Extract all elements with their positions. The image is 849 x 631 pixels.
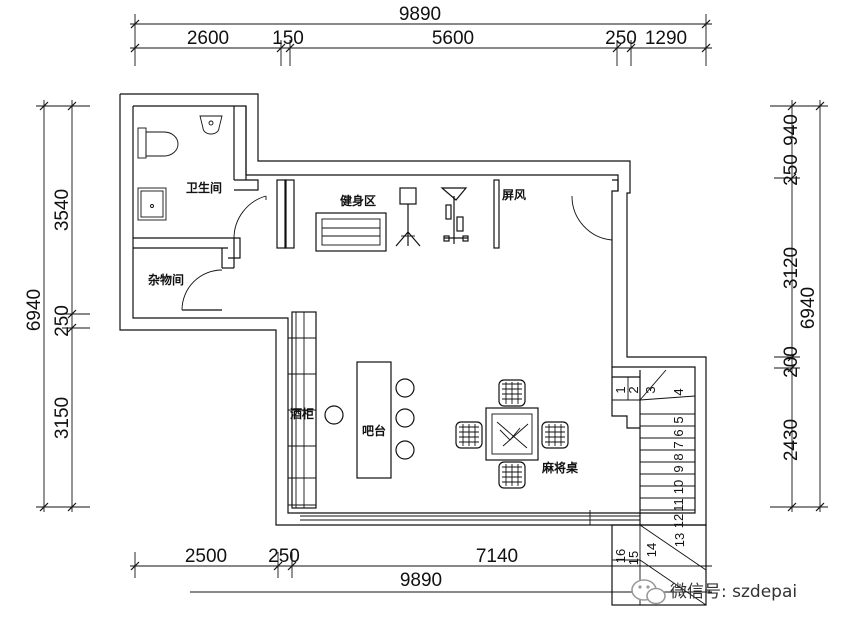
right-dim-2430: 2430	[781, 419, 802, 461]
treadmill	[315, 212, 387, 252]
bathroom-door-arc	[233, 195, 267, 239]
bottom-dim-250: 250	[268, 546, 300, 567]
stair-num: 16	[613, 549, 628, 563]
chair-bottom	[498, 461, 526, 489]
bar-counter	[324, 361, 415, 479]
stair-num: 1	[613, 386, 628, 393]
stair-num: 15	[626, 551, 641, 565]
wechat-watermark: 微信号: szdepai	[631, 579, 797, 605]
top-dim-5600: 5600	[432, 28, 474, 49]
sink	[199, 115, 223, 135]
shower-tray	[137, 187, 167, 221]
stair-num: 10	[671, 480, 686, 494]
left-dim-3150: 3150	[52, 397, 73, 439]
right-total-dim: 6940	[798, 287, 819, 329]
wine-cabinet	[288, 311, 317, 509]
watermark-text: 微信号: szdepai	[670, 582, 797, 602]
gym-equipment	[315, 187, 469, 252]
right-dim-940: 940	[781, 114, 802, 146]
storage-door-arc	[181, 269, 223, 311]
left-dim-3540: 3540	[52, 189, 73, 231]
stair-num: 12	[671, 514, 686, 528]
walls	[119, 93, 707, 526]
bathroom-fixtures	[137, 115, 223, 221]
stair-num: 13	[672, 533, 687, 547]
outer-wall	[119, 93, 707, 526]
bathroom-label: 卫生间	[186, 180, 222, 195]
screen-label: 屏风	[501, 188, 526, 202]
chair-top	[498, 379, 526, 407]
storage-label: 杂物间	[148, 272, 184, 287]
left-dim-250: 250	[52, 305, 73, 337]
bottom-dim-2500: 2500	[185, 546, 227, 567]
left-dimension-lines	[36, 100, 90, 512]
stair-num: 4	[671, 388, 686, 395]
wine-cabinet-label: 酒柜	[290, 406, 314, 421]
entrance-door-arc	[571, 195, 613, 241]
top-dimension-lines	[130, 14, 712, 66]
chair-left	[455, 421, 483, 449]
stair-num: 6	[671, 429, 686, 436]
door-swings	[181, 195, 613, 311]
bottom-dimension-lines	[130, 552, 712, 593]
stair-num: 5	[671, 416, 686, 423]
top-dim-250: 250	[605, 28, 637, 49]
stair-num: 7	[671, 441, 686, 448]
bar-label: 吧台	[362, 423, 386, 438]
stair-num: 11	[671, 498, 686, 512]
stair-num: 9	[671, 465, 686, 472]
mahjong-label: 麻将桌	[541, 460, 579, 475]
right-dimension-lines	[770, 100, 828, 512]
right-dim-200: 200	[781, 346, 802, 378]
gym-label: 健身区	[340, 193, 376, 208]
toilet-bowl	[145, 131, 179, 157]
chair-right	[541, 421, 569, 449]
wechat-icon	[631, 579, 666, 605]
stair-numbers: 1 2 3 4 5 6 7 8 9 10 11 12 13 14 15 16	[613, 386, 687, 565]
exercise-bike	[440, 187, 469, 244]
right-dim-3120: 3120	[781, 247, 802, 289]
top-total-dim: 9890	[399, 4, 441, 25]
bag-stand	[395, 187, 421, 247]
stair-num: 14	[644, 543, 659, 557]
top-dim-2600: 2600	[187, 28, 229, 49]
toilet-tank	[137, 127, 147, 159]
stair-num: 8	[671, 453, 686, 460]
staircase	[611, 369, 707, 606]
right-dim-250: 250	[781, 154, 802, 186]
stair-num: 3	[643, 386, 658, 393]
bottom-total-dim: 9890	[400, 570, 442, 591]
top-dim-150: 150	[272, 28, 304, 49]
mahjong-set	[455, 379, 569, 489]
stair-num: 2	[626, 386, 641, 393]
top-dim-1290: 1290	[645, 28, 687, 49]
left-total-dim: 6940	[24, 289, 45, 331]
bottom-dim-7140: 7140	[476, 546, 518, 567]
